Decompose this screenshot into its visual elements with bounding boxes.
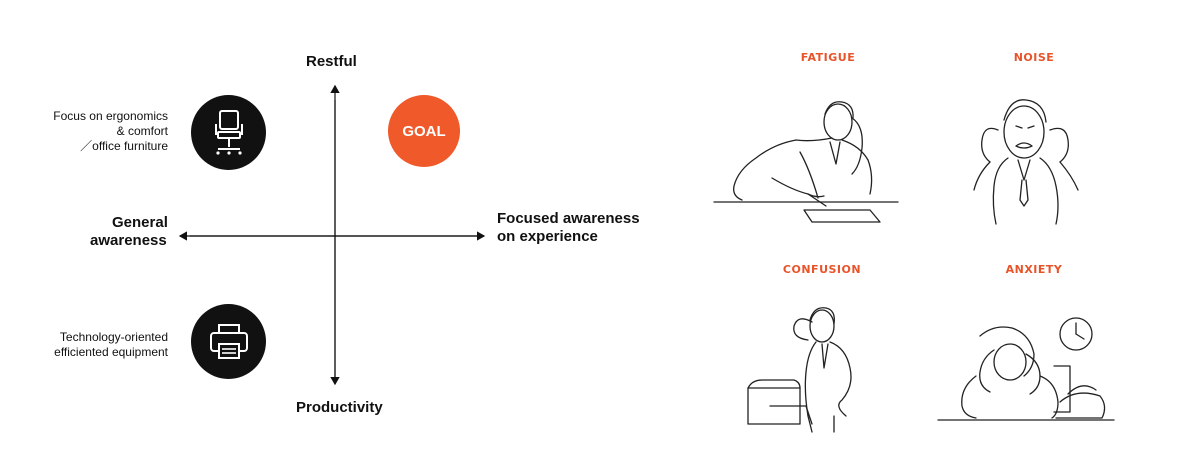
- noise-illustration: [973, 99, 1079, 225]
- axis-label-line: General: [112, 214, 168, 231]
- axis-label-general-awareness: General awareness: [90, 214, 168, 250]
- goal-marker: GOAL: [388, 95, 460, 167]
- office-chair-icon: [214, 109, 243, 155]
- axis-label-restful: Restful: [306, 53, 357, 70]
- text-line: Focus on ergonomics: [53, 109, 168, 123]
- anxiety-illustration: [937, 317, 1115, 421]
- text-line: efficiented equipment: [54, 345, 168, 359]
- axis-label-line: Focused awareness: [497, 210, 640, 227]
- goal-label: GOAL: [402, 122, 446, 140]
- printer-icon: [209, 323, 248, 359]
- text-line: Technology-oriented: [59, 330, 168, 344]
- anxiety-title: ANXIETY: [1005, 263, 1063, 276]
- axis-label-line: awareness: [90, 232, 167, 249]
- quadrant-axes: [178, 84, 486, 386]
- ergonomics-circle: [191, 95, 266, 170]
- fatigue-title: FATIGUE: [800, 51, 856, 64]
- fatigue-illustration: [713, 101, 899, 223]
- text-line: ／office furniture: [80, 139, 168, 153]
- noise-title: NOISE: [1013, 51, 1055, 64]
- technology-text: Technology-oriented efficiented equipmen…: [20, 330, 168, 360]
- text-line: & comfort: [116, 124, 168, 138]
- axis-label-productivity: Productivity: [296, 399, 383, 416]
- ergonomics-text: Focus on ergonomics & comfort ／office fu…: [20, 109, 168, 154]
- confusion-illustration: [747, 307, 852, 433]
- technology-circle: [191, 304, 266, 379]
- axis-label-focused-awareness: Focused awareness on experience: [497, 210, 640, 246]
- confusion-title: CONFUSION: [782, 263, 862, 276]
- axis-label-line: on experience: [497, 228, 598, 245]
